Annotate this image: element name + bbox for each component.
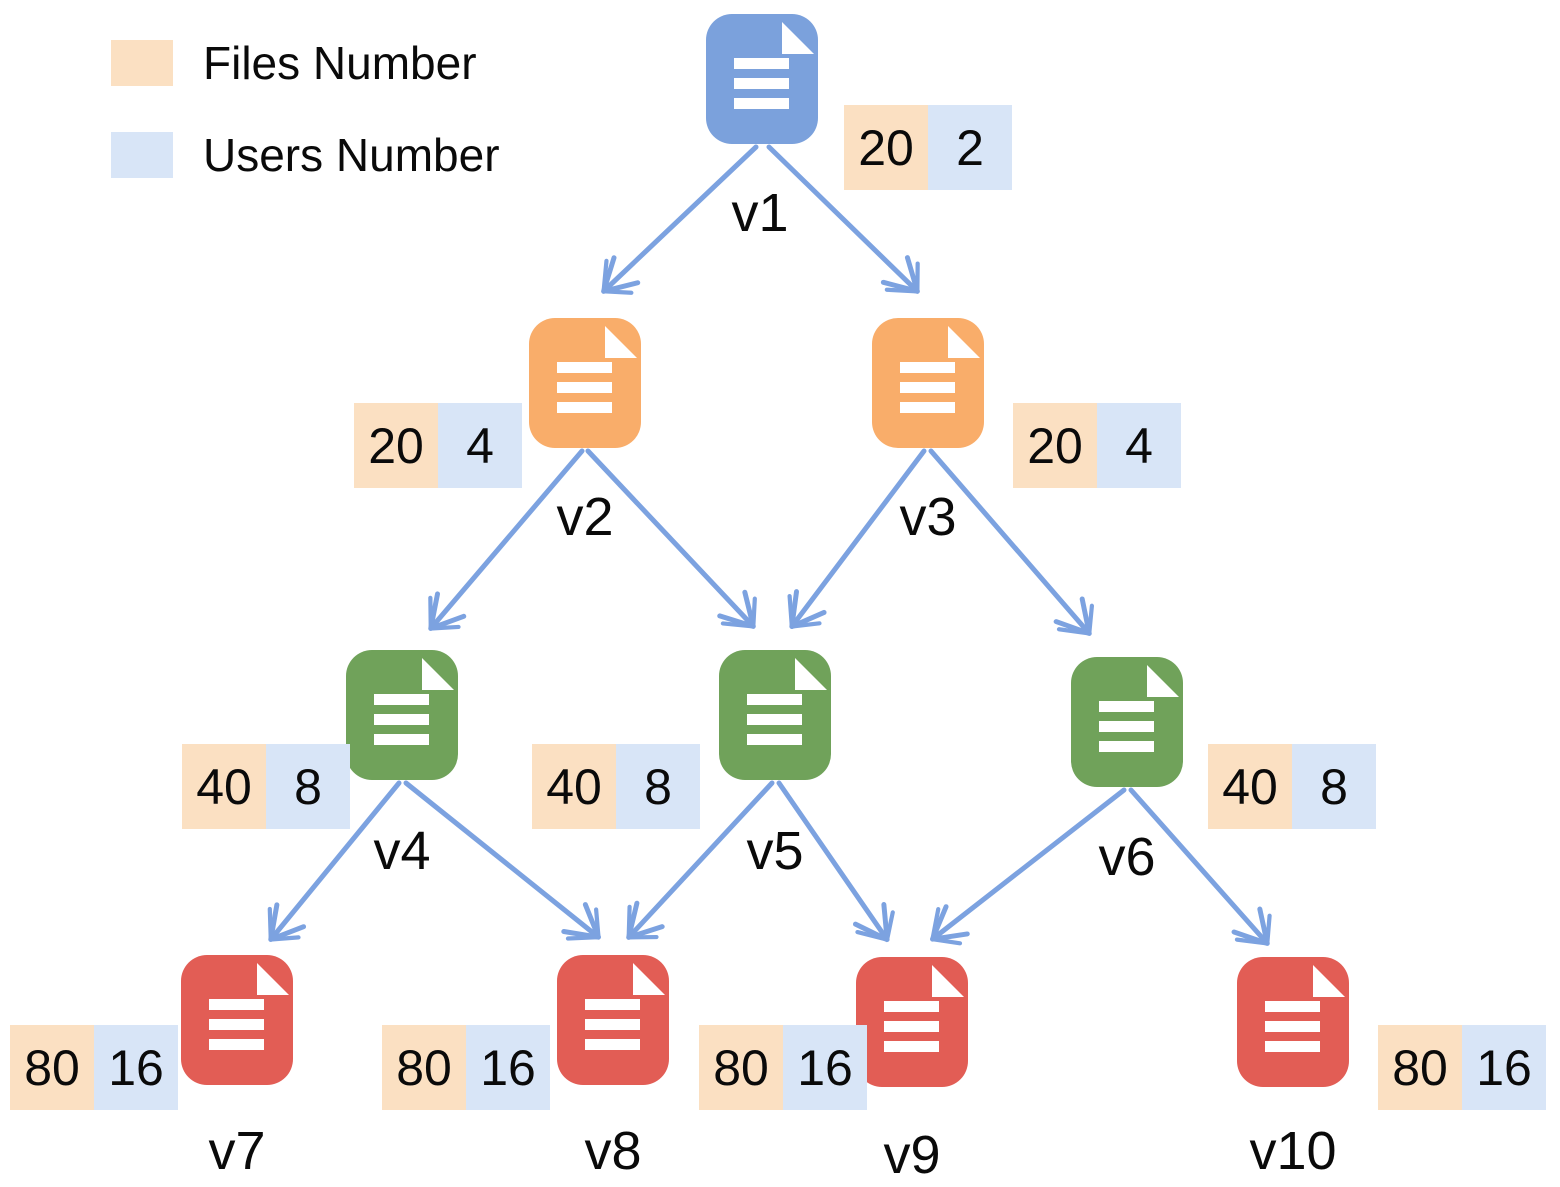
- stats-badge-v8: 80 16: [382, 1025, 550, 1110]
- node-label-v1: v1: [731, 183, 789, 243]
- node-label-v5: v5: [746, 821, 804, 881]
- edge-v5-v9: [776, 780, 895, 943]
- stats-badge-v2: 20 4: [354, 403, 522, 488]
- files-count-v5: 40: [532, 744, 616, 829]
- legend-label-users: Users Number: [203, 129, 500, 181]
- legend-row-files: Files Number: [111, 36, 500, 90]
- users-count-v1: 2: [928, 105, 1012, 190]
- node-label-v10: v10: [1249, 1121, 1337, 1181]
- users-color-swatch: [111, 132, 173, 178]
- legend-label-files: Files Number: [203, 37, 477, 89]
- users-count-v3: 4: [1097, 403, 1181, 488]
- document-icon-v7: [181, 955, 293, 1085]
- node-label-v2: v2: [556, 487, 614, 547]
- users-count-v5: 8: [616, 744, 700, 829]
- files-count-v8: 80: [382, 1025, 466, 1110]
- document-icon-v4: [346, 650, 458, 780]
- files-count-v4: 40: [182, 744, 266, 829]
- files-count-v2: 20: [354, 403, 438, 488]
- document-icon-v8: [557, 955, 669, 1085]
- node-label-v6: v6: [1098, 827, 1156, 887]
- users-count-v8: 16: [466, 1025, 550, 1110]
- stats-badge-v4: 40 8: [182, 744, 350, 829]
- edge-v1-v2: [601, 144, 759, 295]
- stats-badge-v7: 80 16: [10, 1025, 178, 1110]
- edge-v6-v9: [929, 787, 1127, 946]
- edge-v3-v6: [928, 448, 1095, 636]
- document-icon-v3: [872, 318, 984, 448]
- files-count-v9: 80: [699, 1025, 783, 1110]
- users-count-v7: 16: [94, 1025, 178, 1110]
- files-count-v1: 20: [844, 105, 928, 190]
- edge-v2-v5: [585, 448, 757, 629]
- edge-v6-v10: [1128, 787, 1272, 946]
- document-icon-v6: [1071, 657, 1183, 787]
- document-icon-v2: [529, 318, 641, 448]
- node-label-v8: v8: [584, 1121, 642, 1181]
- files-count-v10: 80: [1378, 1025, 1462, 1110]
- stats-badge-v9: 80 16: [699, 1025, 867, 1110]
- users-count-v6: 8: [1292, 744, 1376, 829]
- users-count-v10: 16: [1462, 1025, 1546, 1110]
- document-icon-v1: [706, 14, 818, 144]
- stats-badge-v1: 20 2: [844, 105, 1012, 190]
- stats-badge-v6: 40 8: [1208, 744, 1376, 829]
- files-count-v6: 40: [1208, 744, 1292, 829]
- node-label-v9: v9: [883, 1125, 941, 1185]
- edge-v4-v7: [267, 780, 402, 942]
- edge-v1-v3: [766, 144, 920, 294]
- users-count-v4: 8: [266, 744, 350, 829]
- files-count-v7: 80: [10, 1025, 94, 1110]
- users-count-v9: 16: [783, 1025, 867, 1110]
- edge-v4-v8: [403, 780, 601, 941]
- files-color-swatch: [111, 40, 173, 86]
- edge-v3-v5: [787, 448, 927, 630]
- files-count-v3: 20: [1013, 403, 1097, 488]
- stats-badge-v3: 20 4: [1013, 403, 1181, 488]
- users-count-v2: 4: [438, 403, 522, 488]
- edge-v2-v4: [428, 448, 585, 631]
- edge-v5-v8: [626, 780, 775, 940]
- document-icon-v5: [719, 650, 831, 780]
- document-icon-v10: [1237, 957, 1349, 1087]
- stats-badge-v5: 40 8: [532, 744, 700, 829]
- stats-badge-v10: 80 16: [1378, 1025, 1546, 1110]
- node-label-v7: v7: [208, 1121, 266, 1181]
- legend-row-users: Users Number: [111, 128, 500, 182]
- node-label-v4: v4: [373, 821, 431, 881]
- document-icon-v9: [856, 957, 968, 1087]
- node-label-v3: v3: [899, 487, 957, 547]
- legend: Files Number Users Number: [111, 36, 500, 220]
